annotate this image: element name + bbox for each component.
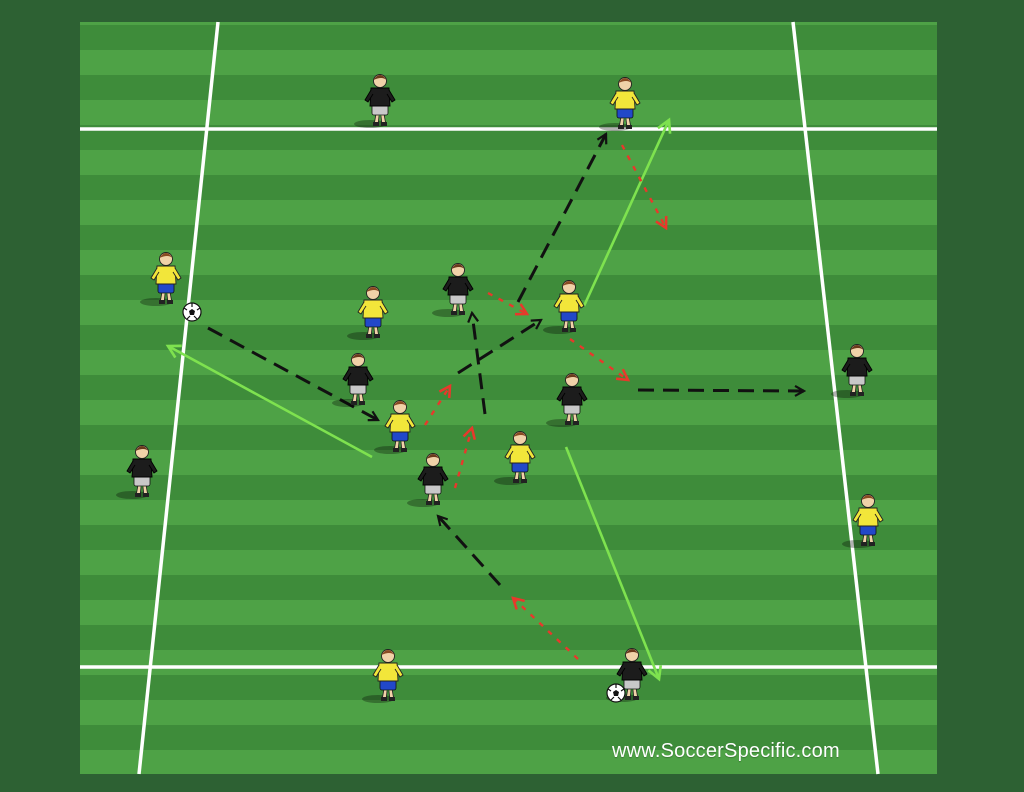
- pass-arrow-5: [637, 390, 804, 391]
- run-arrow-5: [453, 428, 472, 489]
- green-arrow-1: [168, 346, 373, 459]
- soccer-ball-icon: [606, 683, 626, 703]
- run-arrow-1: [620, 144, 666, 228]
- green-arrow-3: [564, 446, 659, 679]
- watermark: www.SoccerSpecific.com: [612, 740, 840, 762]
- run-arrows: [423, 144, 666, 660]
- movement-arrows: [168, 120, 669, 679]
- field-lines: [80, 21, 937, 775]
- pass-arrow-2: [457, 318, 541, 375]
- right-line: [791, 21, 880, 775]
- pass-arrow-3: [472, 313, 487, 415]
- run-arrow-3: [487, 291, 527, 314]
- pass-arrow-6: [438, 516, 502, 587]
- pass-arrow-4: [516, 134, 606, 303]
- green-arrow-2: [582, 120, 669, 307]
- run-arrow-6: [513, 598, 579, 660]
- left-line: [137, 21, 220, 775]
- soccer-ball-icon: [182, 302, 202, 322]
- run-arrow-4: [423, 386, 450, 426]
- pitch: [80, 22, 937, 774]
